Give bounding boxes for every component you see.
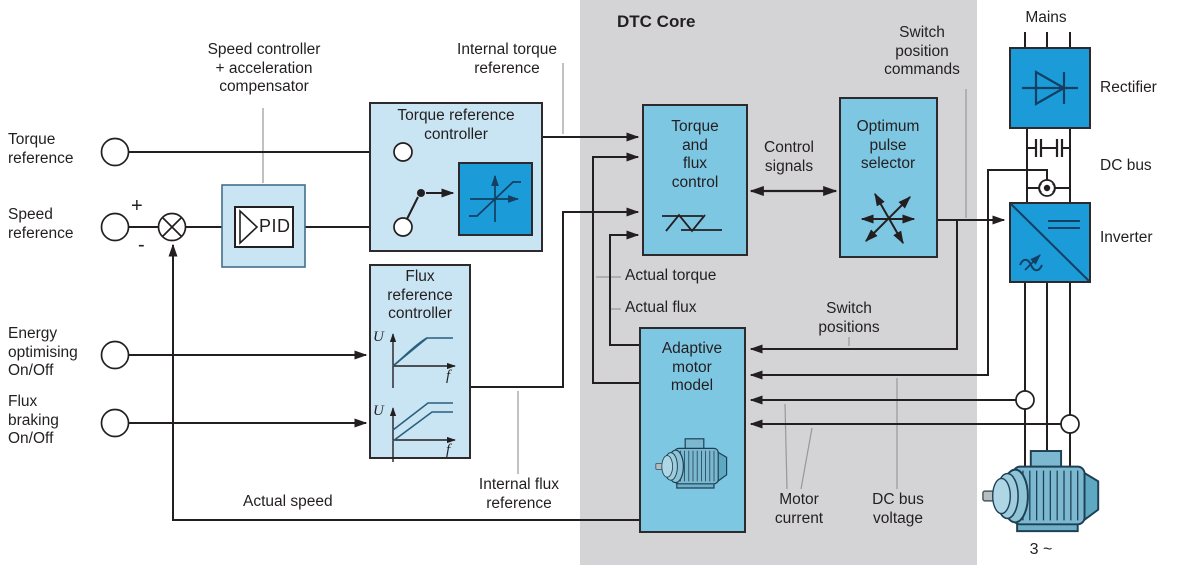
label-inverter: Inverter <box>1100 229 1153 246</box>
wire-internal-flux-ref <box>470 207 640 388</box>
mode-switch-icon <box>406 188 455 220</box>
wire-dc-bus <box>1026 128 1071 203</box>
block-adaptive-motor-model <box>639 327 746 533</box>
switch-contact-speed <box>393 217 413 237</box>
terminal-flux-braking <box>100 408 130 438</box>
label-speed-reference: Speed reference <box>8 206 74 242</box>
label-pointer-lines <box>262 63 967 490</box>
terminals-and-sensors <box>100 137 1080 438</box>
label-three-phase: 3 ~ <box>1029 541 1053 558</box>
label-switch-positions: Switch positions <box>818 300 880 336</box>
label-control-signals: Control signals <box>764 139 814 175</box>
wire-switch-positions <box>749 220 958 354</box>
title-adaptive-motor-model: Adaptive motor model <box>661 340 723 395</box>
wire-actual-torque <box>592 152 640 384</box>
label-actual-torque: Actual torque <box>625 267 717 284</box>
label-actual-flux: Actual flux <box>625 299 697 316</box>
block-flux-ref-controller <box>369 264 471 459</box>
label-speed-controller: Speed controller + acceleration compensa… <box>207 41 321 96</box>
wire-actual-flux <box>609 230 640 346</box>
terminal-torque-reference <box>100 137 130 167</box>
hysteresis-icon <box>662 213 722 233</box>
motor-icon <box>981 450 1100 533</box>
title-torque-flux-control: Torque and flux control <box>671 118 719 191</box>
label-actual-speed: Actual speed <box>243 493 333 510</box>
current-sensor-icon <box>1015 390 1035 410</box>
uf-curve-icon <box>389 333 456 462</box>
label-switch-position-commands: Switch position commands <box>884 24 960 79</box>
switch-contact-torque <box>393 142 413 162</box>
title-torque-ref-controller: Torque reference controller <box>397 107 515 143</box>
label-internal-torque-reference: Internal torque reference <box>457 41 557 77</box>
label-minus-sign: - <box>138 234 145 256</box>
terminal-speed-reference <box>100 212 130 242</box>
label-energy-optimising: Energy optimising On/Off <box>8 325 78 380</box>
label-plus-sign: + <box>131 195 143 217</box>
title-flux-ref-controller: Flux reference controller <box>387 268 453 323</box>
label-dc-bus-voltage: DC bus voltage <box>872 491 924 527</box>
label-internal-flux-reference: Internal flux reference <box>478 476 560 512</box>
label-motor-current: Motor current <box>774 491 824 527</box>
wire-actual-speed <box>168 243 640 521</box>
axis-u-label: U <box>373 403 384 419</box>
label-dtc-core: DTC Core <box>617 12 696 31</box>
vector-arrows-icon <box>860 192 916 245</box>
diode-rectifier-icon <box>1022 70 1078 106</box>
title-pid: PID <box>259 216 291 236</box>
label-flux-braking: Flux braking On/Off <box>8 393 59 448</box>
axis-f-label: f <box>446 442 451 458</box>
wire-motor-phases <box>1024 282 1071 516</box>
label-torque-reference: Torque reference <box>8 131 74 167</box>
label-rectifier: Rectifier <box>1100 79 1157 96</box>
pid-icon <box>239 209 259 245</box>
inverter-icon <box>1010 203 1090 282</box>
capacitor-icon <box>1034 139 1064 157</box>
title-optimum-pulse-selector: Optimum pulse selector <box>856 118 920 173</box>
axis-f-label: f <box>446 368 451 384</box>
current-sensor-icon <box>1060 414 1080 434</box>
wire-mains <box>1024 32 1071 48</box>
axis-u-label: U <box>373 329 384 345</box>
label-mains: Mains <box>1025 9 1067 26</box>
terminal-energy-optimising <box>100 340 130 370</box>
wire-dc-bus-voltage <box>749 169 1048 380</box>
limiter-ramp-icon <box>458 162 533 236</box>
signal-wires <box>129 32 1071 521</box>
label-dc-bus: DC bus <box>1100 157 1152 174</box>
